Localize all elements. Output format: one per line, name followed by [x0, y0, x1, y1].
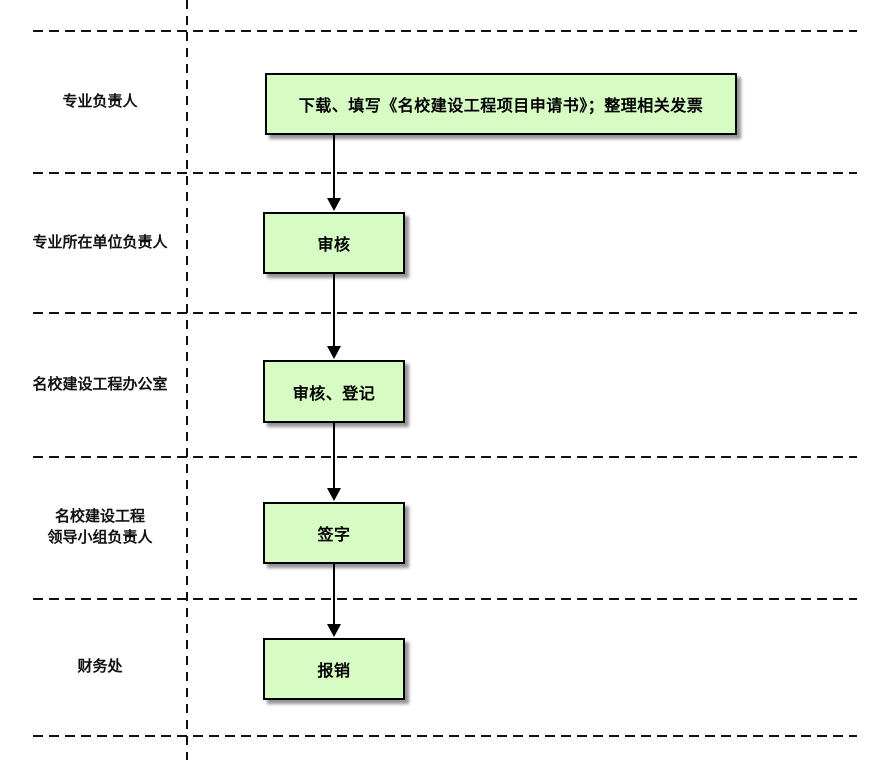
flow-step-review-register: 审核、登记	[263, 360, 405, 423]
lane-label-unit-head: 专业所在单位负责人	[32, 234, 168, 251]
arrow-down-icon	[327, 346, 341, 359]
lane-label-professional-leader: 专业负责人	[62, 93, 138, 110]
arrow-down-icon	[327, 198, 341, 211]
lane-divider-4	[33, 456, 857, 458]
lane-divider-6	[33, 735, 857, 737]
flow-step-review: 审核	[263, 212, 405, 274]
flow-step-download-fill-form: 下载、填写《名校建设工程项目申请书》；整理相关发票	[265, 73, 737, 135]
lane-divider-2	[33, 172, 857, 174]
flow-step-label: 下载、填写《名校建设工程项目申请书》；整理相关发票	[298, 98, 704, 115]
connector-line	[333, 274, 335, 348]
arrow-down-icon	[327, 488, 341, 501]
flow-connector-2	[327, 274, 341, 359]
flow-step-label: 报销	[317, 663, 351, 680]
lane-divider-5	[33, 598, 857, 600]
role-column-divider	[186, 0, 188, 760]
lane-divider-1	[33, 30, 857, 32]
flow-connector-3	[327, 423, 341, 501]
lane-divider-3	[33, 312, 857, 314]
connector-line	[333, 564, 335, 626]
flow-step-label: 签字	[317, 527, 351, 544]
lane-label-project-office: 名校建设工程办公室	[32, 376, 168, 393]
flow-connector-1	[327, 135, 341, 211]
flow-step-label: 审核、登记	[292, 385, 376, 403]
flow-connector-4	[327, 564, 341, 637]
connector-line	[333, 135, 335, 200]
lane-label-leading-group-head: 名校建设工程 领导小组负责人	[47, 508, 153, 546]
lane-label-finance-office: 财务处	[77, 658, 123, 675]
flow-step-label: 审核	[317, 237, 351, 254]
flow-step-sign: 签字	[263, 502, 405, 564]
flow-step-reimburse: 报销	[263, 638, 405, 700]
connector-line	[333, 423, 335, 490]
arrow-down-icon	[327, 624, 341, 637]
